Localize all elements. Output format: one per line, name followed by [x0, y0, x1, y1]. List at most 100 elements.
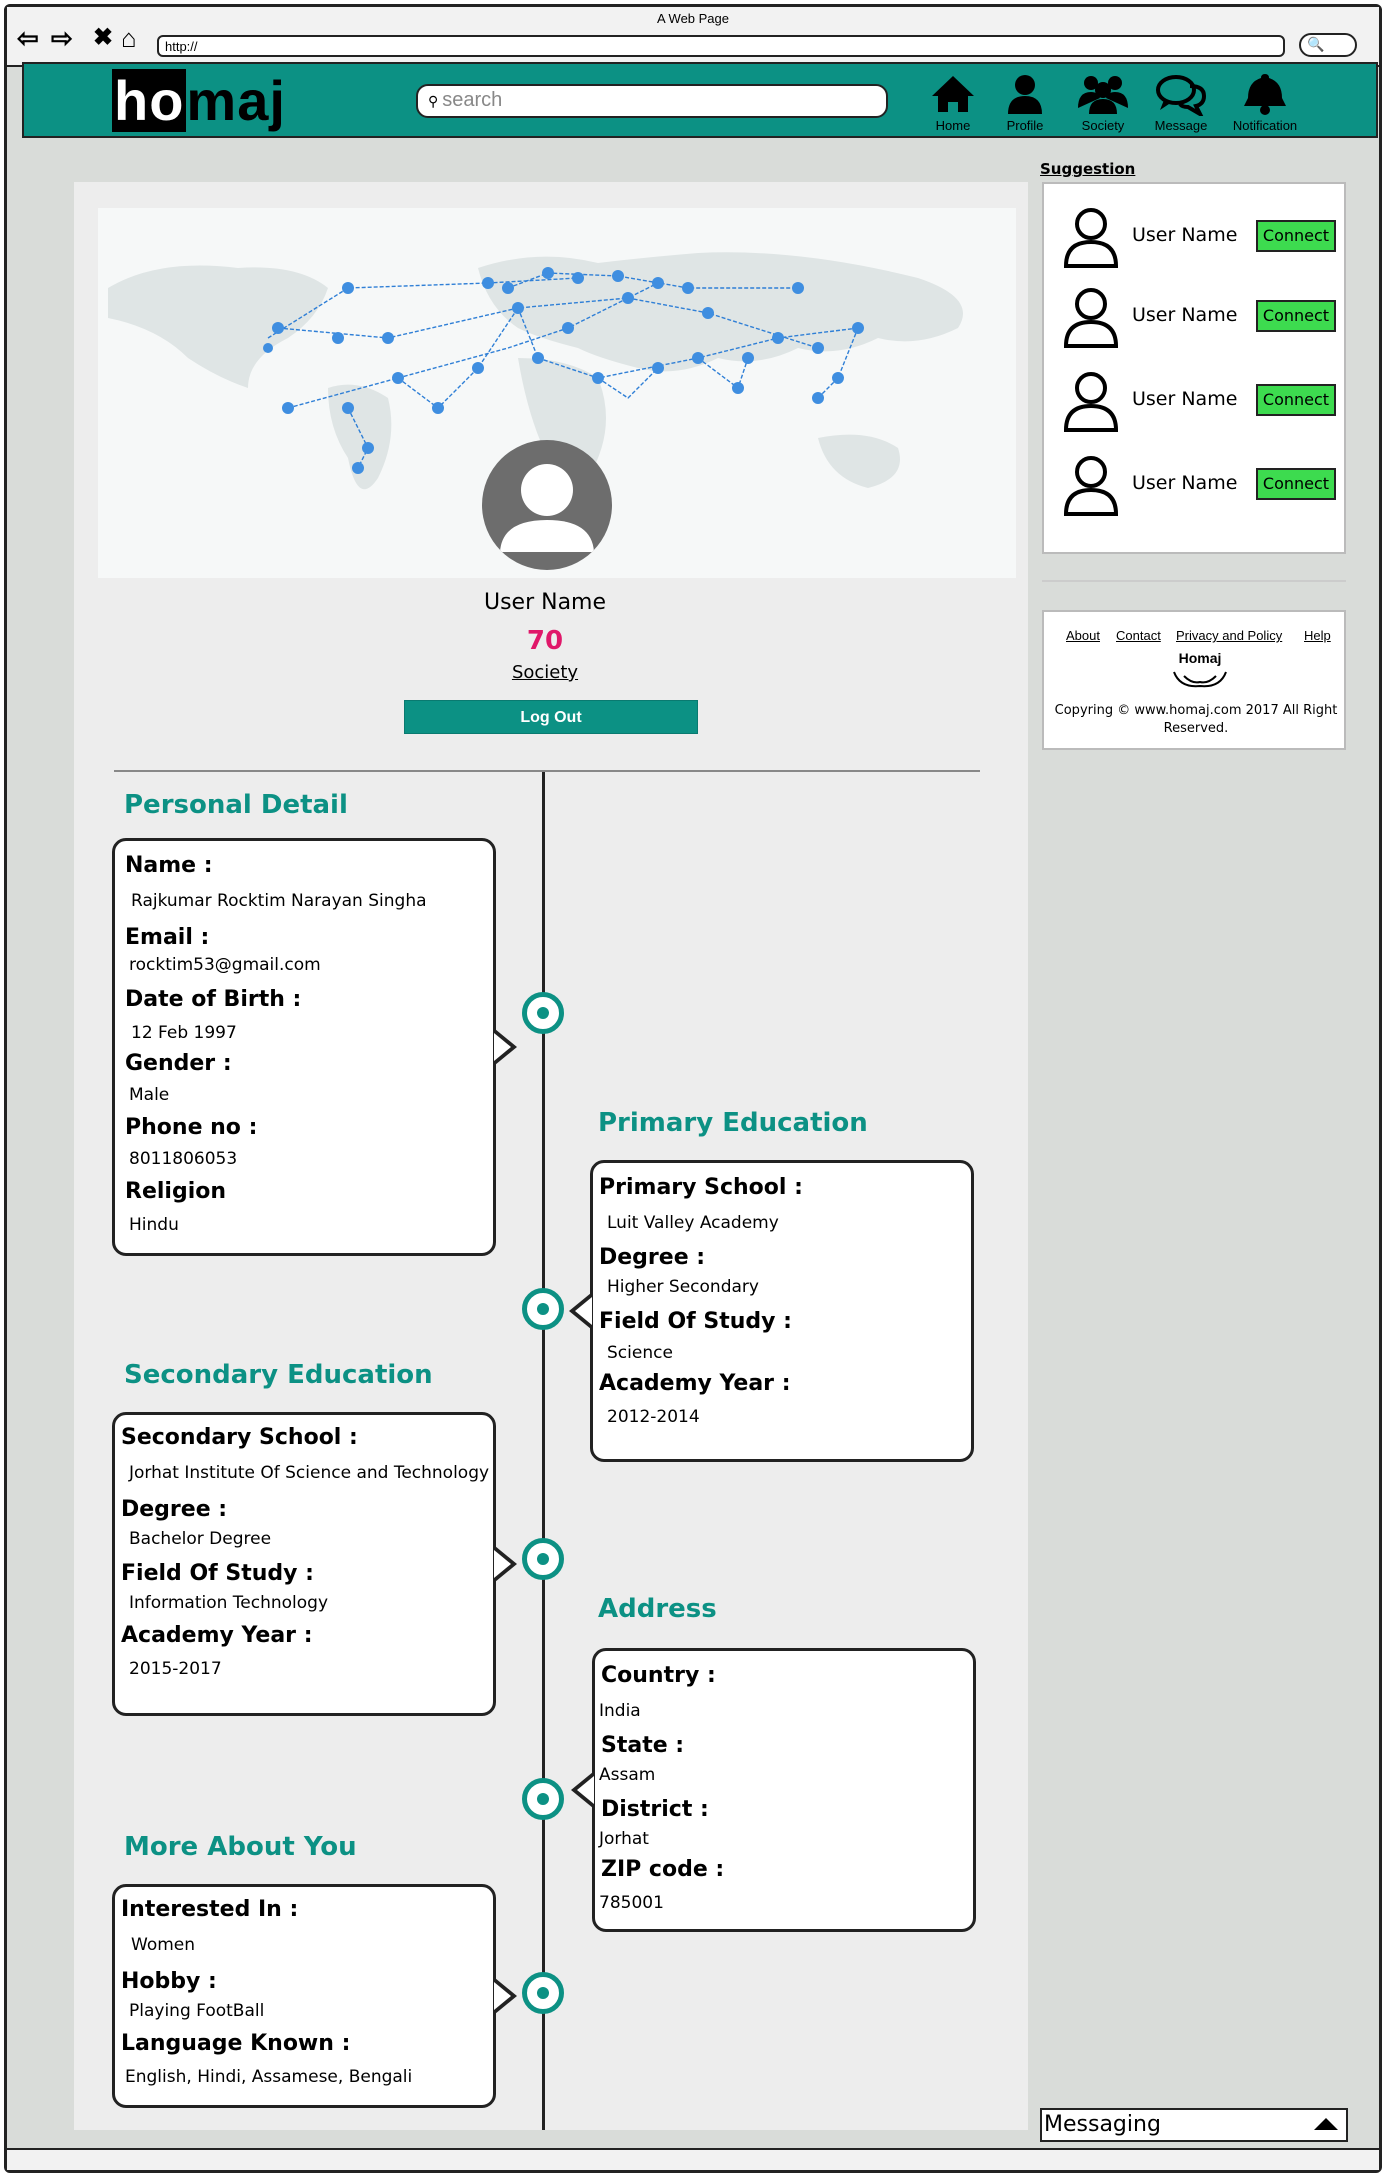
user-avatar-icon	[1063, 208, 1119, 268]
suggestion-name[interactable]: User Name	[1132, 224, 1238, 246]
primary-school-value: Luit Valley Academy	[607, 1213, 779, 1233]
email-label: Email :	[125, 925, 210, 950]
nav-message-label: Message	[1154, 118, 1208, 133]
timeline-node	[522, 1972, 564, 2014]
nav-profile[interactable]: Profile	[984, 72, 1066, 133]
timeline-line	[542, 772, 545, 2130]
hobby-label: Hobby :	[121, 1969, 217, 1994]
address-title: Address	[598, 1594, 717, 1624]
primary-education-card: Primary School : Luit Valley Academy Deg…	[569, 1160, 974, 1462]
search-placeholder: search	[442, 89, 503, 111]
search-input[interactable]: ⚲search	[416, 84, 888, 118]
primary-year-value: 2012-2014	[607, 1407, 700, 1427]
primary-year-label: Academy Year :	[599, 1371, 791, 1396]
caret-up-icon[interactable]	[1314, 2118, 1338, 2130]
religion-value: Hindu	[129, 1215, 179, 1235]
profile-username: User Name	[483, 590, 607, 615]
phone-value: 8011806053	[129, 1149, 238, 1169]
name-label: Name :	[125, 853, 213, 878]
secondary-year-label: Academy Year :	[121, 1623, 313, 1648]
nav-profile-label: Profile	[1006, 118, 1044, 133]
footer-link-help[interactable]: Help	[1304, 628, 1331, 643]
name-value: Rajkumar Rocktim Narayan Singha	[131, 891, 427, 911]
connect-button[interactable]: Connect	[1256, 384, 1336, 416]
nav-society-label: Society	[1081, 118, 1125, 133]
browser-search-icon[interactable]: 🔍	[1299, 33, 1357, 57]
connect-button[interactable]: Connect	[1256, 468, 1336, 500]
state-value: Assam	[599, 1765, 656, 1785]
secondary-field-value: Information Technology	[129, 1593, 329, 1613]
zip-value: 785001	[599, 1893, 664, 1913]
secondary-education-title: Secondary Education	[124, 1360, 433, 1390]
footer-logo: Homaj	[1170, 650, 1230, 692]
home-page-icon[interactable]: ⌂	[121, 23, 137, 53]
society-link[interactable]: Society	[511, 662, 579, 683]
primary-degree-value: Higher Secondary	[607, 1277, 759, 1297]
search-icon: ⚲	[428, 93, 439, 109]
close-icon[interactable]: ✖	[93, 24, 114, 51]
footer-link-privacy[interactable]: Privacy and Policy	[1176, 628, 1283, 643]
secondary-school-label: Secondary School :	[121, 1425, 358, 1450]
messaging-label: Messaging	[1044, 2112, 1161, 2137]
secondary-year-value: 2015-2017	[129, 1659, 222, 1679]
user-avatar-icon	[1063, 456, 1119, 516]
back-icon[interactable]: ⇦	[17, 23, 39, 53]
footer-logo-text: Homaj	[1178, 650, 1222, 666]
forward-icon[interactable]: ⇨	[51, 23, 73, 53]
timeline-node	[522, 992, 564, 1034]
suggestion-name[interactable]: User Name	[1132, 472, 1238, 494]
suggestion-item: User Name Connect	[1062, 368, 1342, 434]
logo-ho: ho	[112, 69, 187, 132]
user-icon	[1008, 75, 1042, 114]
window-title: A Web Page	[656, 11, 730, 26]
nav-home[interactable]: Home	[912, 72, 994, 133]
browser-chrome: A Web Page ⇦ ⇨ ✖ ⌂ http:// 🔍	[7, 7, 1379, 67]
nav-society[interactable]: Society	[1062, 72, 1144, 133]
copyright-text: Copyring © www.homaj.com 2017 All Right …	[1054, 703, 1338, 736]
connect-button[interactable]: Connect	[1256, 220, 1336, 252]
gender-label: Gender :	[125, 1051, 232, 1076]
nav-message[interactable]: Message	[1140, 72, 1222, 133]
interest-value: Women	[131, 1935, 196, 1955]
connect-button[interactable]: Connect	[1256, 300, 1336, 332]
secondary-education-card: Secondary School : Jorhat Institute Of S…	[112, 1412, 517, 1716]
secondary-field-label: Field Of Study :	[121, 1561, 314, 1586]
primary-field-label: Field Of Study :	[599, 1309, 792, 1334]
group-icon	[1078, 76, 1128, 114]
language-value: English, Hindi, Assamese, Bengali	[125, 2067, 413, 2087]
user-avatar-icon	[1063, 288, 1119, 348]
secondary-school-value: Jorhat Institute Of Science and Technolo…	[129, 1463, 490, 1483]
religion-label: Religion	[125, 1179, 227, 1204]
suggestion-name[interactable]: User Name	[1132, 304, 1238, 326]
cover-image	[98, 208, 1016, 578]
suggestion-item: User Name Connect	[1062, 284, 1342, 350]
phone-label: Phone no :	[125, 1115, 258, 1140]
footer-link-contact[interactable]: Contact	[1116, 628, 1161, 643]
suggestion-item: User Name Connect	[1062, 204, 1342, 270]
primary-degree-label: Degree :	[599, 1245, 706, 1270]
profile-avatar[interactable]	[482, 440, 612, 570]
world-network-illustration	[98, 208, 1016, 578]
suggestion-panel: User Name Connect User Name Connect User…	[1042, 182, 1346, 554]
app-logo[interactable]: homaj	[112, 69, 286, 132]
nav-notification[interactable]: Notification	[1222, 72, 1308, 133]
email-value: rocktim53@gmail.com	[129, 955, 321, 975]
status-bar	[7, 2148, 1379, 2170]
society-count: 70	[526, 626, 564, 656]
timeline-node	[522, 1778, 564, 1820]
primary-field-value: Science	[607, 1343, 673, 1363]
more-about-title: More About You	[124, 1832, 357, 1862]
app-header: homaj ⚲search Home Profile Society Messa…	[22, 62, 1378, 138]
timeline-node	[522, 1288, 564, 1330]
country-value: India	[599, 1701, 641, 1721]
user-avatar-icon	[1063, 372, 1119, 432]
logout-button[interactable]: Log Out	[404, 700, 698, 734]
bell-icon	[1244, 74, 1286, 115]
messaging-bar[interactable]: Messaging	[1040, 2108, 1348, 2142]
url-bar[interactable]: http://	[157, 35, 1285, 57]
suggestion-name[interactable]: User Name	[1132, 388, 1238, 410]
gender-value: Male	[129, 1085, 170, 1105]
more-about-card: Interested In : Women Hobby : Playing Fo…	[112, 1884, 517, 2108]
hands-icon	[1173, 671, 1227, 688]
footer-link-about[interactable]: About	[1066, 628, 1100, 643]
